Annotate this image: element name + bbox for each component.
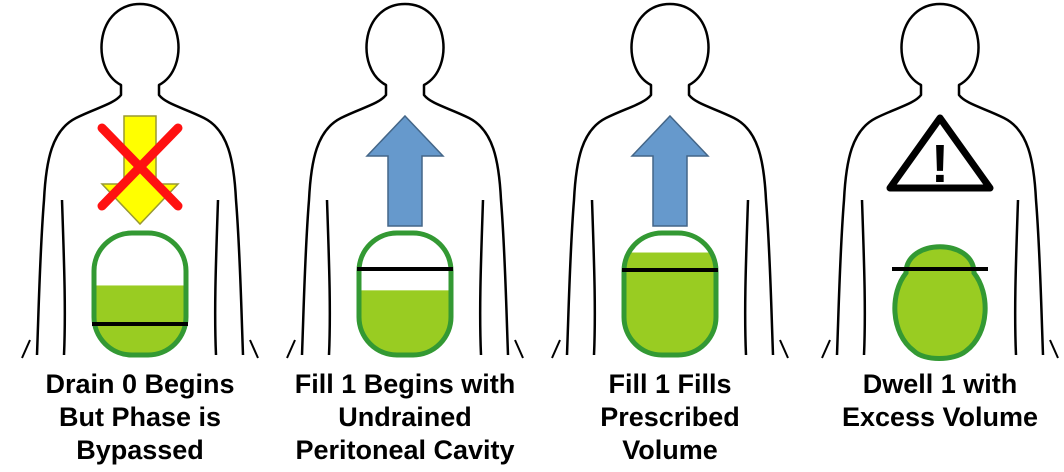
left-arm-line bbox=[862, 200, 865, 355]
right-arm-line bbox=[215, 200, 218, 355]
caption-line: Dwell 1 with bbox=[807, 368, 1064, 401]
caption-line: Volume bbox=[537, 434, 803, 467]
warning-exclamation: ! bbox=[931, 134, 949, 194]
up-arrow-icon bbox=[632, 116, 708, 226]
caption-line: Drain 0 Begins bbox=[7, 368, 273, 401]
panel-dwell-1: ! bbox=[822, 4, 1058, 359]
caption-line: But Phase is bbox=[7, 401, 273, 434]
right-arm-line bbox=[745, 200, 748, 355]
panel-drain-0 bbox=[22, 4, 258, 358]
up-arrow-icon bbox=[367, 116, 443, 226]
left-arm-line bbox=[592, 200, 595, 355]
caption-line: Peritoneal Cavity bbox=[272, 434, 538, 467]
left-arm-line bbox=[62, 200, 65, 355]
right-arm-line bbox=[1015, 200, 1018, 355]
panel-fill-1-begin bbox=[287, 4, 523, 358]
caption-line: Undrained bbox=[272, 401, 538, 434]
cavity-fluid bbox=[624, 253, 716, 355]
panel-fill-1-fills bbox=[552, 4, 788, 358]
cavity-fluid bbox=[895, 247, 985, 359]
right-arm-line bbox=[480, 200, 483, 355]
left-arm-line bbox=[327, 200, 330, 355]
caption-line: Fill 1 Begins with bbox=[272, 368, 538, 401]
caption-line: Fill 1 Fills bbox=[537, 368, 803, 401]
caption-line: Bypassed bbox=[7, 434, 273, 467]
caption-line: Excess Volume bbox=[807, 401, 1064, 434]
caption-line: Prescribed bbox=[537, 401, 803, 434]
